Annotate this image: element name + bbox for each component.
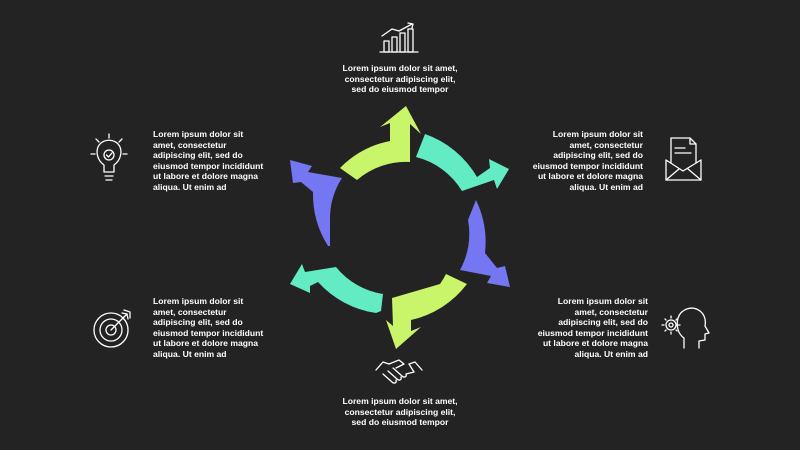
envelope-letter-icon <box>665 137 702 181</box>
segment-bottom-lime <box>386 274 467 349</box>
head-gear-icon <box>661 307 710 349</box>
segment-left-violet <box>290 160 342 246</box>
segment-right-violet <box>460 200 510 287</box>
segment-top-lime <box>340 106 421 180</box>
text-block-upper-right: Lorem ipsum dolor sit amet, consectetur … <box>532 129 643 192</box>
text-block-upper-left: Lorem ipsum dolor sit amet, consectetur … <box>153 129 264 192</box>
segment-lower-left-mint <box>290 264 383 313</box>
handshake-icon <box>375 359 423 384</box>
text-block-top: Lorem ipsum dolor sit amet, consectetur … <box>342 63 458 95</box>
text-block-lower-left: Lorem ipsum dolor sit amet, consectetur … <box>153 296 264 359</box>
segment-upper-right-mint <box>416 134 509 191</box>
lightbulb-check-icon <box>90 133 128 181</box>
text-block-bottom: Lorem ipsum dolor sit amet, consectetur … <box>342 396 458 428</box>
text-block-lower-right: Lorem ipsum dolor sit amet, consectetur … <box>537 296 648 359</box>
target-dart-icon <box>93 309 131 348</box>
bar-chart-growth-icon <box>379 22 419 53</box>
